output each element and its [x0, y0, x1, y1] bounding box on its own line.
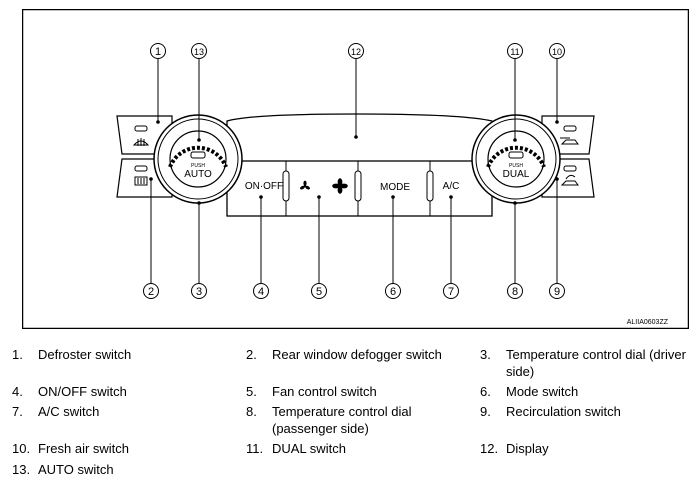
callout-5: 5	[316, 286, 322, 298]
push-label-right: PUSH	[509, 163, 523, 169]
callout-7: 7	[448, 286, 454, 298]
callout-3: 3	[196, 286, 202, 298]
callout-9: 9	[554, 286, 560, 298]
callout-6: 6	[390, 286, 396, 298]
fan-low-icon	[300, 180, 310, 190]
callout-12: 12	[351, 47, 361, 57]
driver-temperature-dial	[153, 114, 243, 204]
leader-lines	[150, 59, 558, 283]
push-label-left: PUSH	[191, 163, 205, 169]
callout-10: 10	[552, 47, 562, 57]
leader-dots	[149, 120, 559, 205]
defroster-icon	[132, 138, 150, 146]
ac-label: A/C	[443, 181, 460, 192]
on-off-label: ON·OFF	[245, 181, 283, 192]
fresh-air-icon	[560, 137, 579, 145]
callout-8: 8	[512, 286, 518, 298]
passenger-temperature-dial	[471, 114, 561, 204]
callout-4: 4	[258, 286, 264, 298]
display-housing	[226, 113, 493, 170]
callout-11: 11	[510, 47, 519, 57]
callout-circles	[143, 43, 565, 299]
recirculation-icon	[560, 174, 579, 186]
rear-defogger-icon	[134, 176, 148, 186]
callout-1: 1	[155, 46, 161, 58]
fan-high-icon	[332, 178, 348, 194]
auto-label: AUTO	[184, 169, 212, 180]
callout-2: 2	[148, 286, 154, 298]
mode-label: MODE	[380, 182, 410, 193]
dual-label: DUAL	[503, 169, 530, 180]
callout-13: 13	[194, 47, 204, 57]
climate-control-diagram: PUSH AUTO PUSH DUAL ON·OFF MODE A/C	[22, 9, 689, 329]
figure-code: ALIIA0603ZZ	[627, 319, 669, 326]
